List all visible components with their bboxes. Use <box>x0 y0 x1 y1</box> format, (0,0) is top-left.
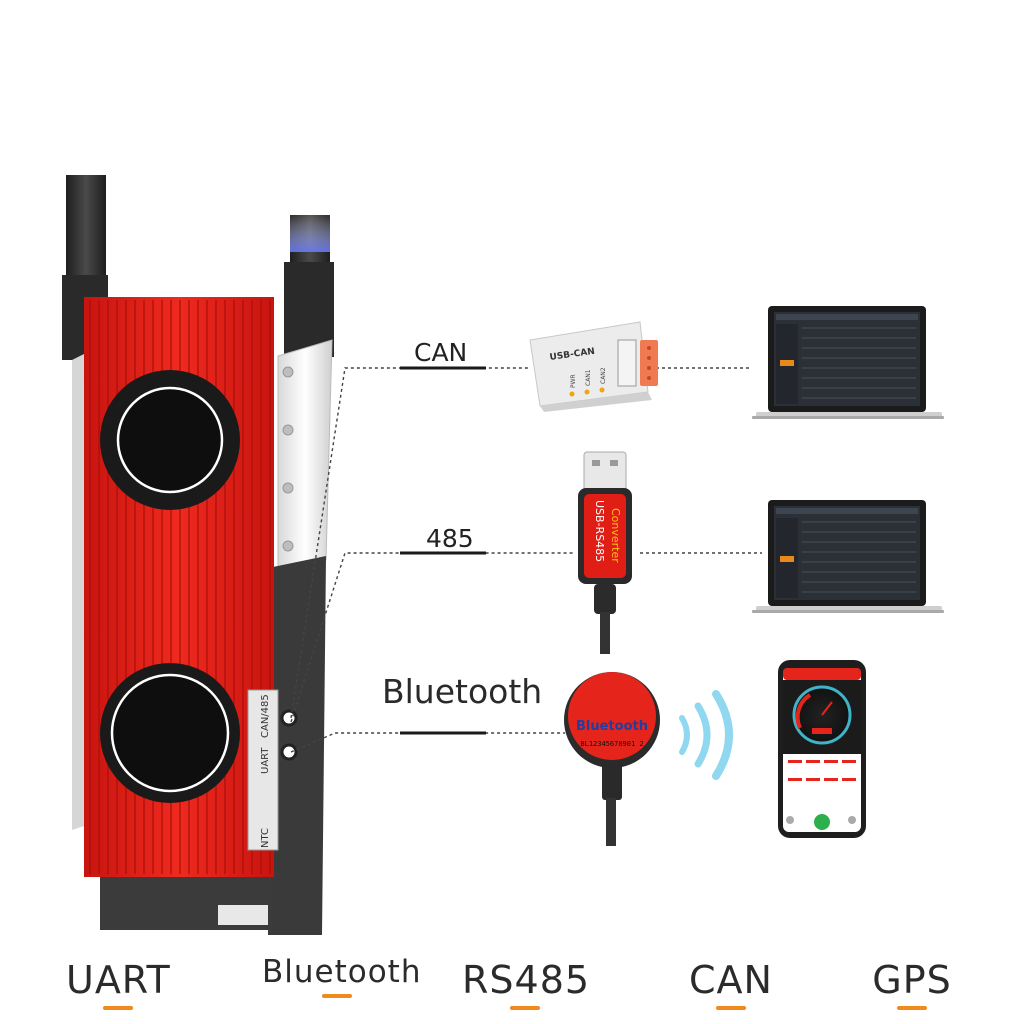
feature-underline <box>103 1006 133 1010</box>
feature-can: CAN <box>688 958 774 1010</box>
feature-bluetooth-label: Bluetooth <box>262 954 422 990</box>
feature-uart: UART <box>66 958 170 1010</box>
phone-start-button <box>814 814 830 830</box>
label-underlines <box>400 366 486 735</box>
feature-gps-label: GPS <box>872 958 952 1002</box>
can-terminal-block <box>640 340 658 386</box>
wireless-signal-icon <box>679 690 733 780</box>
laptop-rs485 <box>752 500 944 613</box>
feature-gps: GPS <box>866 958 958 1010</box>
feature-underline <box>510 1006 540 1010</box>
cooling-fan-bottom <box>100 663 240 803</box>
connection-lines <box>290 367 762 753</box>
feature-can-label: CAN <box>689 958 773 1002</box>
feature-uart-label: UART <box>66 958 171 1002</box>
bluetooth-serial: BL12345678901 2 <box>580 740 643 748</box>
port-label-strip <box>247 689 279 851</box>
usb-can-port-can2: CAN2 <box>600 367 607 384</box>
bms-side-panel <box>268 556 326 935</box>
rs485-dashed-line <box>290 552 574 723</box>
bms-board: NTC UART CAN/485 <box>62 175 334 935</box>
port-label-ntc: NTC <box>260 828 271 848</box>
bluetooth-connection-label: Bluetooth <box>382 672 543 711</box>
port-label-can485: CAN/485 <box>260 694 271 738</box>
right-cable-sleeve <box>284 262 334 357</box>
bluetooth-puck <box>568 672 656 760</box>
cooling-fan-top <box>100 370 240 510</box>
usb-rs485-converter: USB-RS485 Converter <box>578 451 632 654</box>
right-cable-glow <box>290 212 330 252</box>
can-dashed-line <box>290 367 530 719</box>
rs485-connection-label: 485 <box>426 524 474 553</box>
feature-rs485: RS485 <box>462 958 591 1010</box>
usb-can-adapter: USB-CAN PWR CAN1 CAN2 <box>529 321 658 412</box>
usb-can-port-can1: CAN1 <box>585 369 592 386</box>
port-label-uart: UART <box>260 747 271 774</box>
bluetooth-module: Bluetooth BL12345678901 2 <box>564 672 660 846</box>
rs485-text-line2: Converter <box>609 508 622 563</box>
feature-underline <box>322 994 352 998</box>
rs485-cable <box>600 612 610 654</box>
feature-underline <box>897 1006 927 1010</box>
can485-port <box>280 709 298 727</box>
usb-a-plug <box>583 451 627 493</box>
feature-underline <box>716 1006 746 1010</box>
smartphone-app <box>778 660 866 838</box>
feature-rs485-label: RS485 <box>462 958 591 1002</box>
rs485-text-line1: USB-RS485 <box>593 500 606 562</box>
bluetooth-dashed-line <box>290 732 565 753</box>
bluetooth-module-name: Bluetooth <box>576 719 648 734</box>
terminal-plate <box>277 339 333 569</box>
usb-can-port-pwr: PWR <box>570 374 577 388</box>
feature-bluetooth: Bluetooth <box>262 954 421 998</box>
laptop-can <box>752 306 944 419</box>
bluetooth-cable <box>606 798 616 846</box>
uart-port <box>280 743 298 761</box>
can-connection-label: CAN <box>414 338 468 367</box>
